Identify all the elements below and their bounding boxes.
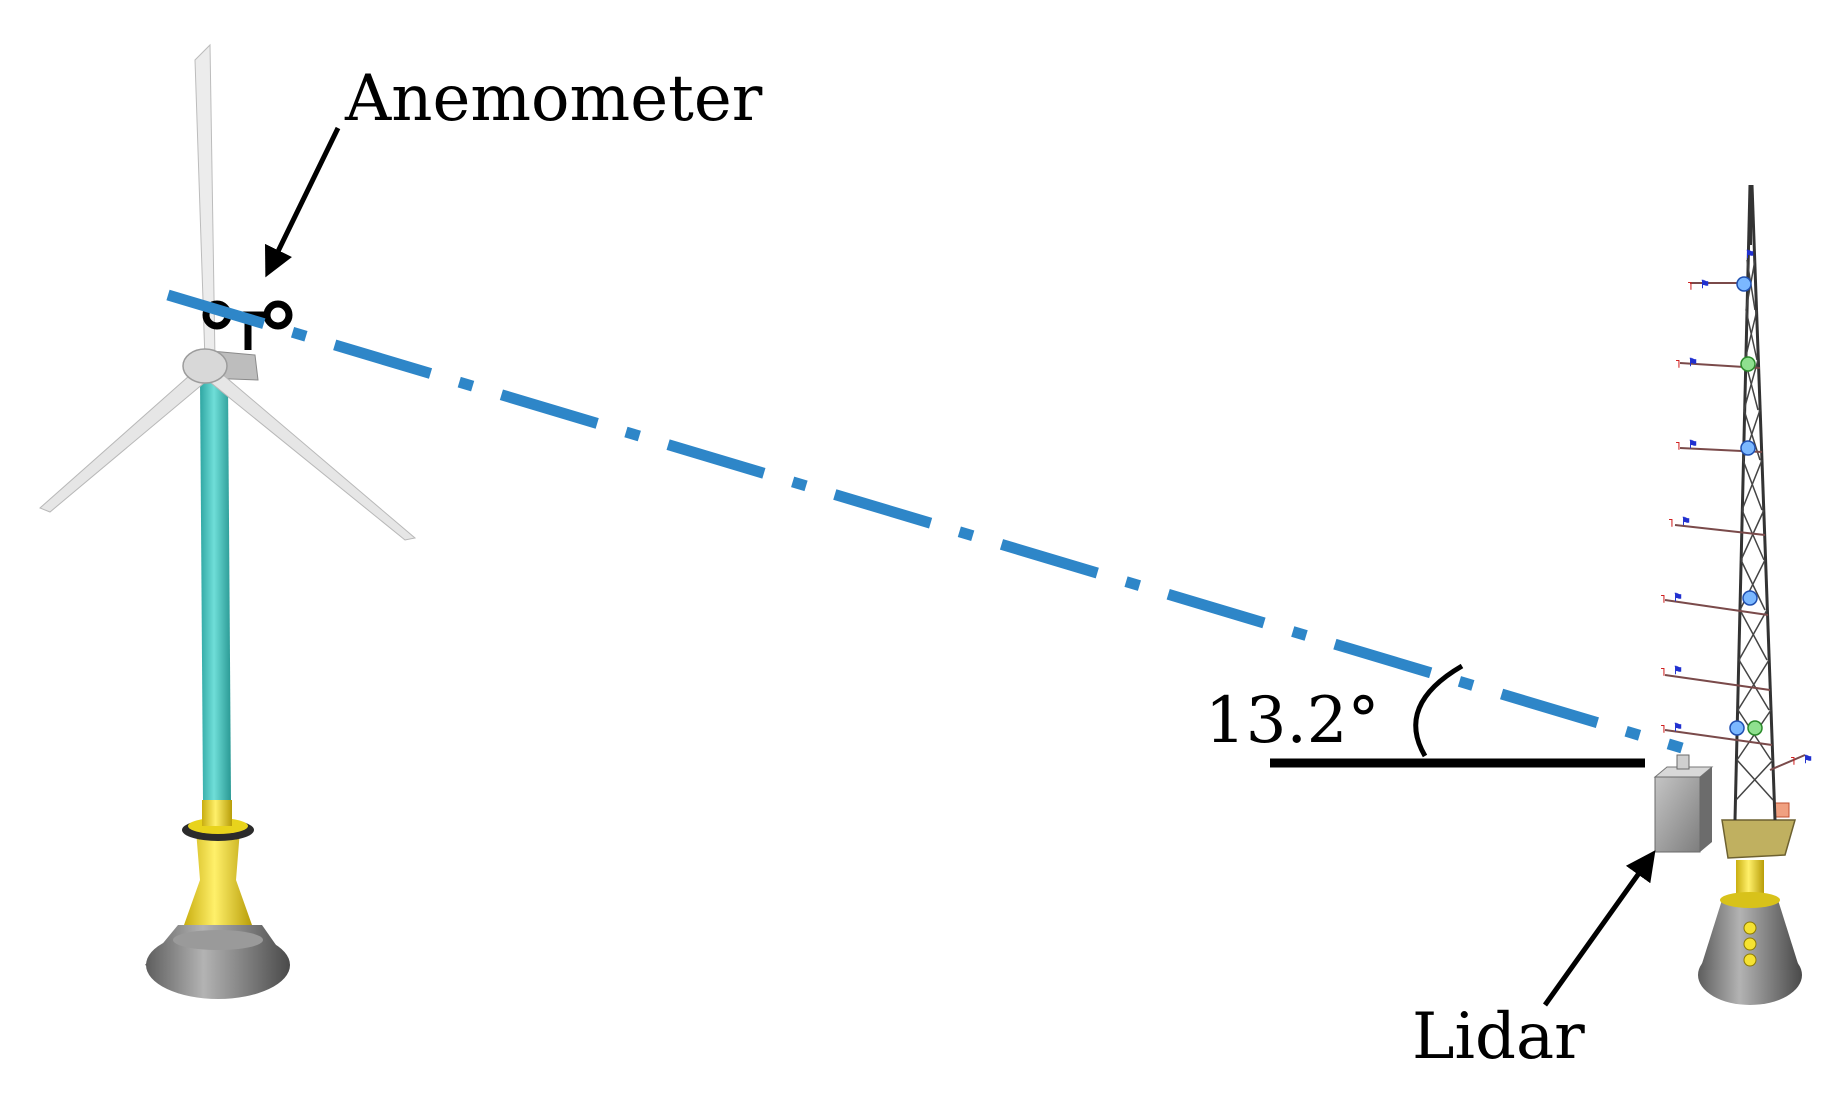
svg-text:⚑: ⚑ <box>1803 753 1813 766</box>
svg-text:⚑: ⚑ <box>1673 721 1683 734</box>
svg-text:⚑: ⚑ <box>1700 278 1710 291</box>
angle-label: 13.2° <box>1205 684 1380 758</box>
anemometer-arrow <box>265 126 341 278</box>
lidar-arrow <box>1542 850 1656 1007</box>
svg-text:˥: ˥ <box>1687 280 1693 293</box>
svg-text:˥: ˥ <box>1675 440 1681 453</box>
anemometer-label: Anemometer <box>344 62 763 136</box>
svg-text:⚑: ⚑ <box>1745 248 1755 261</box>
wind-turbine-icon <box>39 43 417 999</box>
svg-text:⚑: ⚑ <box>1688 356 1698 369</box>
svg-text:˥: ˥ <box>1668 517 1674 530</box>
svg-text:˥: ˥ <box>1675 358 1681 371</box>
angle-arc <box>1413 663 1464 758</box>
lidar-beam-line <box>166 289 1684 754</box>
svg-text:⚑: ⚑ <box>1681 515 1691 528</box>
lidar-box-icon <box>1653 754 1714 853</box>
svg-text:˥: ˥ <box>1660 666 1666 679</box>
lidar-label: Lidar <box>1412 1000 1585 1074</box>
svg-text:˥: ˥ <box>1660 723 1666 736</box>
met-mast-icon: ˥ ⚑ ⚑ ˥ ⚑ ˥ ⚑ ˥ ⚑ ˥ ⚑ ˥ ⚑ ˥ ⚑ ˥ ⚑ <box>1660 184 1813 1005</box>
svg-text:⚑: ⚑ <box>1688 438 1698 451</box>
svg-text:⚑: ⚑ <box>1673 591 1683 604</box>
svg-text:⚑: ⚑ <box>1673 664 1683 677</box>
svg-text:˥: ˥ <box>1660 593 1666 606</box>
svg-text:˥: ˥ <box>1790 755 1796 768</box>
